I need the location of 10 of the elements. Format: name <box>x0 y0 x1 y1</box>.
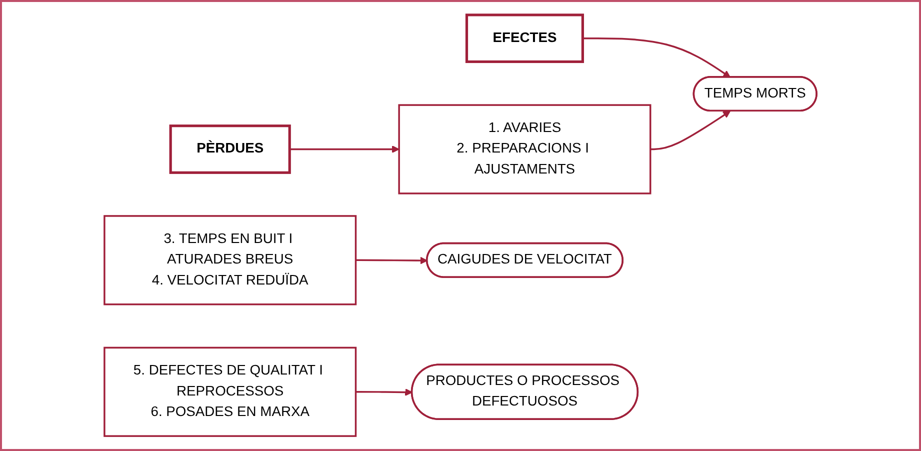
node-box: EFECTES <box>465 14 584 64</box>
arrow <box>650 110 731 150</box>
node-box: 3. TEMPS EN BUIT I ATURADES BREUS 4. VELOCITAT REDUÏDA <box>104 215 357 306</box>
node-box: 1. AVARIES 2. PREPARACIONS I AJUSTAMENTS <box>398 104 652 194</box>
arrow <box>356 388 413 396</box>
node-box: 5. DEFECTES DE QUALITAT I REPROCESSOS 6. POSADES EN MARXA <box>104 346 357 437</box>
arrow <box>290 145 400 154</box>
arrow <box>356 256 428 264</box>
arrow <box>582 37 731 78</box>
node-box: PÈRDUES <box>169 124 291 174</box>
